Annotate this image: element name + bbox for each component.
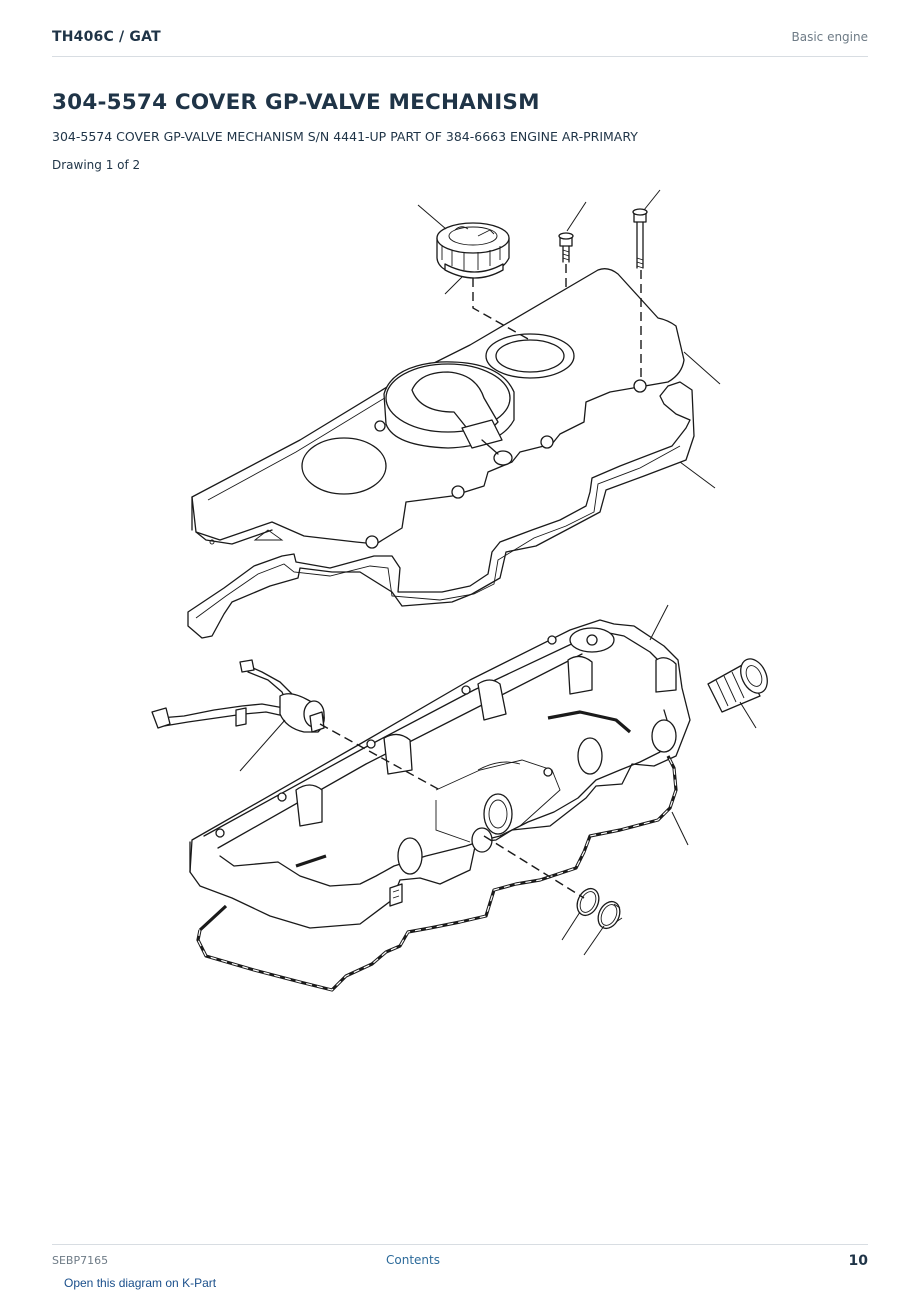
valve-cover-base xyxy=(189,619,691,929)
o-ring xyxy=(576,887,600,917)
long-bolt xyxy=(632,208,648,269)
assembly-lines xyxy=(319,264,642,899)
page-footer: SEBP7165 Contents 10 xyxy=(52,1244,868,1275)
short-bolt xyxy=(558,232,574,263)
breather-fitting xyxy=(707,658,768,713)
brand-title: TH406C / GAT xyxy=(52,29,161,45)
open-kpart-link[interactable]: Open this diagram on K-Part xyxy=(64,1276,217,1290)
contents-link[interactable]: Contents xyxy=(386,1253,440,1267)
leader-lines xyxy=(239,189,757,956)
exploded-parts-diagram xyxy=(151,189,768,992)
valve-cover xyxy=(191,268,685,549)
drawing-label: Drawing 1 of 2 xyxy=(52,158,141,172)
upper-gasket xyxy=(187,381,695,639)
lower-gasket xyxy=(196,710,678,992)
wiring-harness xyxy=(151,659,325,733)
page-title: 304-5574 COVER GP-VALVE MECHANISM xyxy=(52,90,540,115)
page-number: 10 xyxy=(848,1253,868,1269)
oil-filler-cap xyxy=(436,222,510,279)
page-header: TH406C / GAT Basic engine xyxy=(52,28,868,57)
page-subtitle: 304-5574 COVER GP-VALVE MECHANISM S/N 44… xyxy=(52,129,638,144)
document-id: SEBP7165 xyxy=(52,1254,109,1267)
section-name: Basic engine xyxy=(791,30,868,44)
